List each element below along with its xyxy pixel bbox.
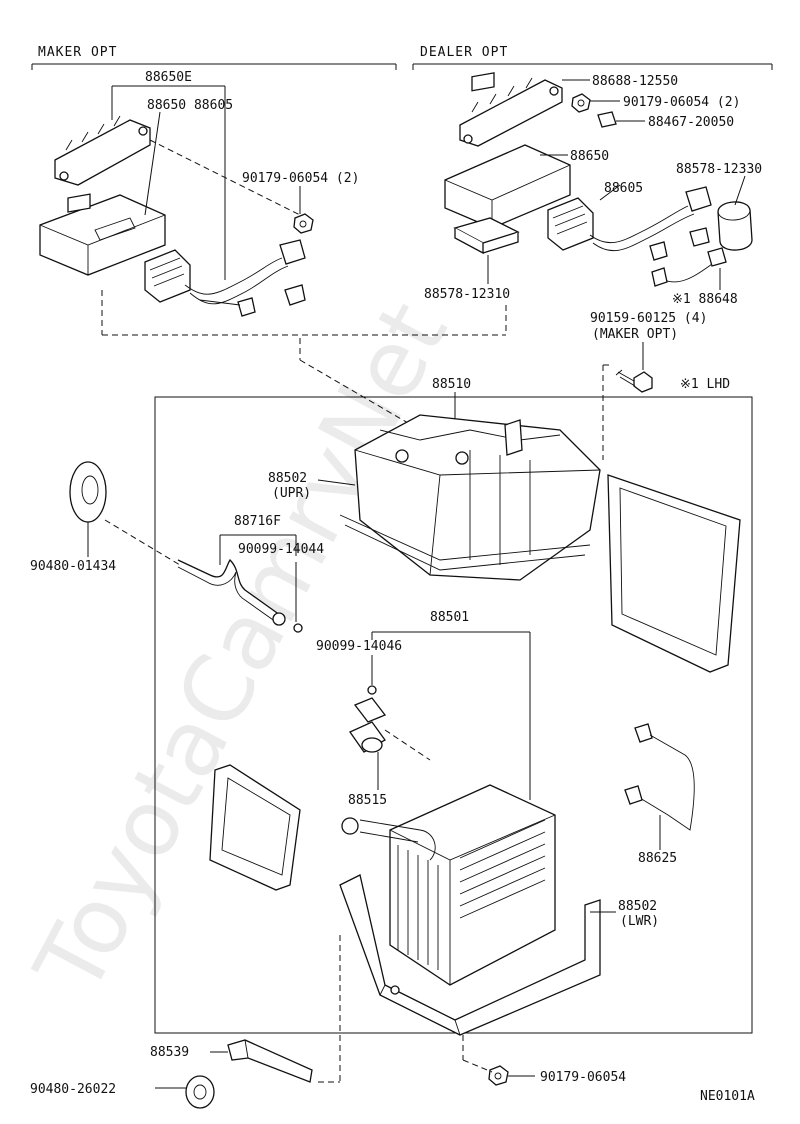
nut-90179-06054-left: [293, 213, 314, 234]
nut-90179-06054-right: [571, 93, 591, 113]
pad-88578-12310: [453, 217, 520, 255]
valve-88515: [349, 697, 431, 790]
label-90159-60125: 90159-60125 (4): [590, 311, 707, 326]
label-88510: 88510: [432, 377, 471, 392]
label-88625: 88625: [638, 851, 677, 866]
section-dealer-opt: DEALER OPT: [420, 45, 508, 60]
harness-88605-right: [547, 186, 712, 261]
label-88539: 88539: [150, 1045, 189, 1060]
diagram-code: NE0101A: [700, 1089, 755, 1104]
bracket-88688-12550: [459, 77, 563, 147]
nut-90179-06054-bottom: [488, 1065, 509, 1086]
assembly-frame: [154, 396, 753, 1034]
label-maker-opt-note: (MAKER OPT): [592, 327, 678, 342]
grommet-90480-01434: [69, 461, 107, 523]
leader-dash-nut-2: [462, 1059, 493, 1073]
thermistor-88625: [624, 723, 695, 831]
label-88688-12550: 88688-12550: [592, 74, 678, 89]
module-88650-right: [444, 72, 571, 229]
label-90480-01434: 90480-01434: [30, 559, 116, 574]
label-90179-06054-bottom: 90179-06054: [540, 1070, 626, 1085]
label-90099-14044: 90099-14044: [238, 542, 324, 557]
maker-opt-bracket: [31, 63, 397, 70]
label-90179-06054-2-left: 90179-06054 (2): [242, 171, 359, 186]
filter-frame-right: [607, 474, 741, 673]
label-88578-12330: 88578-12330: [676, 162, 762, 177]
leaders-88716F: [219, 534, 297, 622]
bracket-88650E: [54, 115, 151, 186]
label-90480-26022: 90480-26022: [30, 1082, 116, 1097]
cover-88578-12330: [717, 201, 753, 251]
label-88605-right: 88605: [604, 181, 643, 196]
clip-88467-20050: [597, 111, 617, 128]
sensor-88648: [651, 247, 727, 287]
hose-88539: [227, 1039, 313, 1083]
pipe-88716F: [177, 558, 303, 633]
label-88502-lwr: 88502: [618, 899, 657, 914]
harness-88605-left: [144, 239, 306, 317]
dealer-opt-bracket: [412, 63, 773, 70]
label-88502-upr: 88502: [268, 471, 307, 486]
label-88648: ※1 88648: [672, 292, 738, 307]
lower-case-88502: [339, 874, 601, 1036]
seal-frame-left: [209, 764, 301, 891]
section-maker-opt: MAKER OPT: [38, 45, 117, 60]
clamp-90480-26022: [185, 1075, 215, 1109]
label-88578-12310: 88578-12310: [424, 287, 510, 302]
label-90099-14046: 90099-14046: [316, 639, 402, 654]
leader-88502-upr: [317, 479, 356, 486]
label-88502-lwr-note: (LWR): [620, 914, 659, 929]
label-lhd: ※1 LHD: [680, 377, 730, 392]
label-88716F: 88716F: [234, 514, 281, 529]
label-88515: 88515: [348, 793, 387, 808]
label-88650E: 88650E: [145, 70, 192, 85]
label-90179-06054-2-right: 90179-06054 (2): [623, 95, 740, 110]
upper-case-88502: [339, 414, 601, 581]
leaders-maker: [101, 85, 507, 336]
module-88650-left: [39, 193, 166, 276]
label-88467-20050: 88467-20050: [648, 115, 734, 130]
label-88650-88605: 88650 88605: [147, 98, 233, 113]
screw-90159-60125: [615, 369, 653, 393]
oring-90099-14046: [367, 685, 377, 695]
label-88650-right: 88650: [570, 149, 609, 164]
leader-dash-maker-2: [299, 359, 421, 431]
label-88502-upr-note: (UPR): [272, 486, 311, 501]
leader-dash-grommet: [104, 519, 181, 566]
leaders-dealer: [487, 79, 746, 460]
label-88501: 88501: [430, 610, 469, 625]
evaporator-core-88501: [341, 784, 556, 986]
